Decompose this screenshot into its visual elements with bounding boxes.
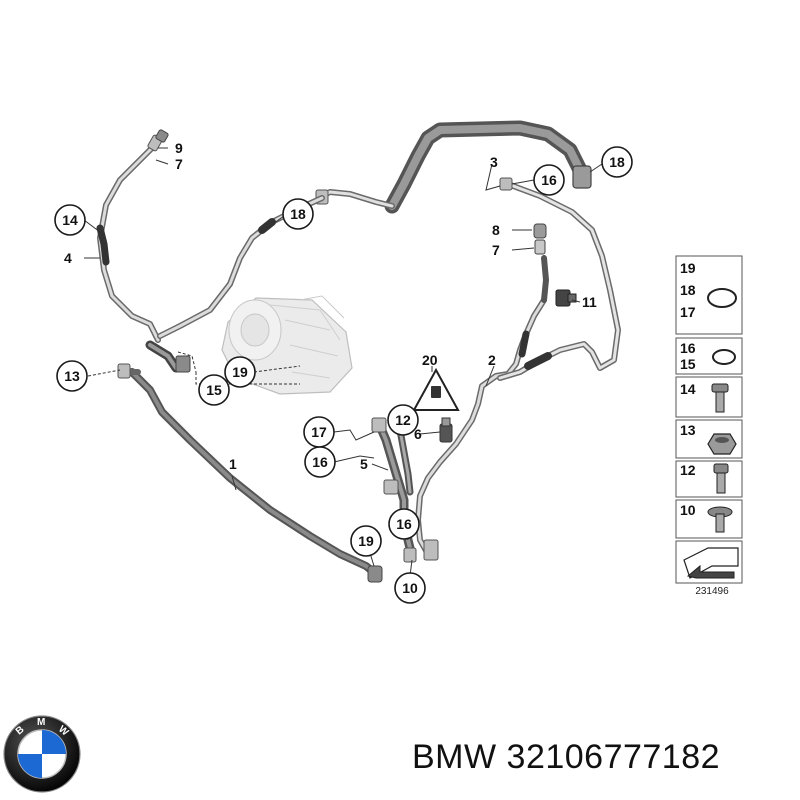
valve-core-7 [534, 239, 546, 255]
callout-16-middle: 16 [304, 446, 336, 478]
callout-19-top-text: 19 [232, 364, 248, 380]
callout-10-text: 10 [402, 580, 418, 596]
label-5: 5 [360, 456, 368, 472]
o-ring-large-icon [707, 288, 737, 308]
callout-19-bottom: 19 [350, 525, 382, 557]
legend-17: 17 [680, 304, 696, 320]
callout-16-bottom: 16 [388, 508, 420, 540]
legend-15: 15 [680, 356, 696, 372]
label-6: 6 [414, 426, 422, 442]
callout-19-top: 19 [224, 356, 256, 388]
socket-screw-icon [713, 463, 729, 494]
callout-17-text: 17 [311, 424, 327, 440]
parts-legend: 19 18 17 16 15 14 13 12 10 [675, 255, 743, 597]
pipe-4 [96, 129, 169, 343]
label-11: 11 [582, 294, 597, 310]
legend-19: 19 [680, 260, 696, 276]
label-20: 20 [422, 352, 438, 368]
legend-16: 16 [680, 340, 696, 356]
label-9: 9 [175, 140, 183, 156]
legend-12: 12 [680, 462, 696, 478]
flange-bolt-icon [711, 383, 729, 413]
callout-18-right-text: 18 [609, 154, 625, 170]
legend-14: 14 [680, 381, 696, 397]
callout-13-text: 13 [64, 368, 80, 384]
label-3: 3 [490, 154, 498, 170]
callout-18-right: 18 [601, 146, 633, 178]
callout-14-text: 14 [62, 212, 78, 228]
label-7-top: 7 [175, 156, 183, 172]
figure-number: 231496 [695, 586, 729, 597]
callout-15-text: 15 [206, 382, 222, 398]
bmw-logo-letter-m: M [37, 717, 45, 728]
pipe-liquid [497, 177, 621, 381]
warning-sticker-20 [412, 367, 460, 411]
valve-cap-8 [533, 223, 547, 239]
label-4: 4 [64, 250, 72, 266]
bmw-logo: B M W [3, 715, 81, 793]
label-7-right: 7 [492, 242, 500, 258]
callout-18-left-text: 18 [290, 206, 306, 222]
legend-10: 10 [680, 502, 696, 518]
hex-nut-icon [707, 433, 737, 455]
callout-12-text: 12 [395, 412, 411, 428]
pipe-3 [315, 120, 592, 214]
brand-part-number: BMW 32106777182 [412, 738, 721, 776]
pressure-sensor-6 [439, 417, 453, 443]
callout-12: 12 [387, 404, 419, 436]
torque-arrow-icon [683, 547, 739, 579]
label-8: 8 [492, 222, 500, 238]
washer-bolt-icon [707, 506, 733, 533]
callout-16-top: 16 [533, 164, 565, 196]
hose-1 [117, 363, 383, 583]
callout-16-top-text: 16 [541, 172, 557, 188]
o-ring-small-icon [712, 349, 736, 365]
label-2: 2 [488, 352, 496, 368]
callout-10: 10 [394, 572, 426, 604]
callout-16-bottom-text: 16 [396, 516, 412, 532]
callout-14: 14 [54, 204, 86, 236]
legend-13: 13 [680, 422, 696, 438]
callout-18-left: 18 [282, 198, 314, 230]
callout-17: 17 [303, 416, 335, 448]
callout-19-bottom-text: 19 [358, 533, 374, 549]
label-1: 1 [229, 456, 237, 472]
pressure-switch-11 [555, 289, 577, 307]
pipe-2 [415, 255, 549, 561]
callout-15: 15 [198, 374, 230, 406]
callout-16-middle-text: 16 [312, 454, 328, 470]
legend-18: 18 [680, 282, 696, 298]
callout-13: 13 [56, 360, 88, 392]
